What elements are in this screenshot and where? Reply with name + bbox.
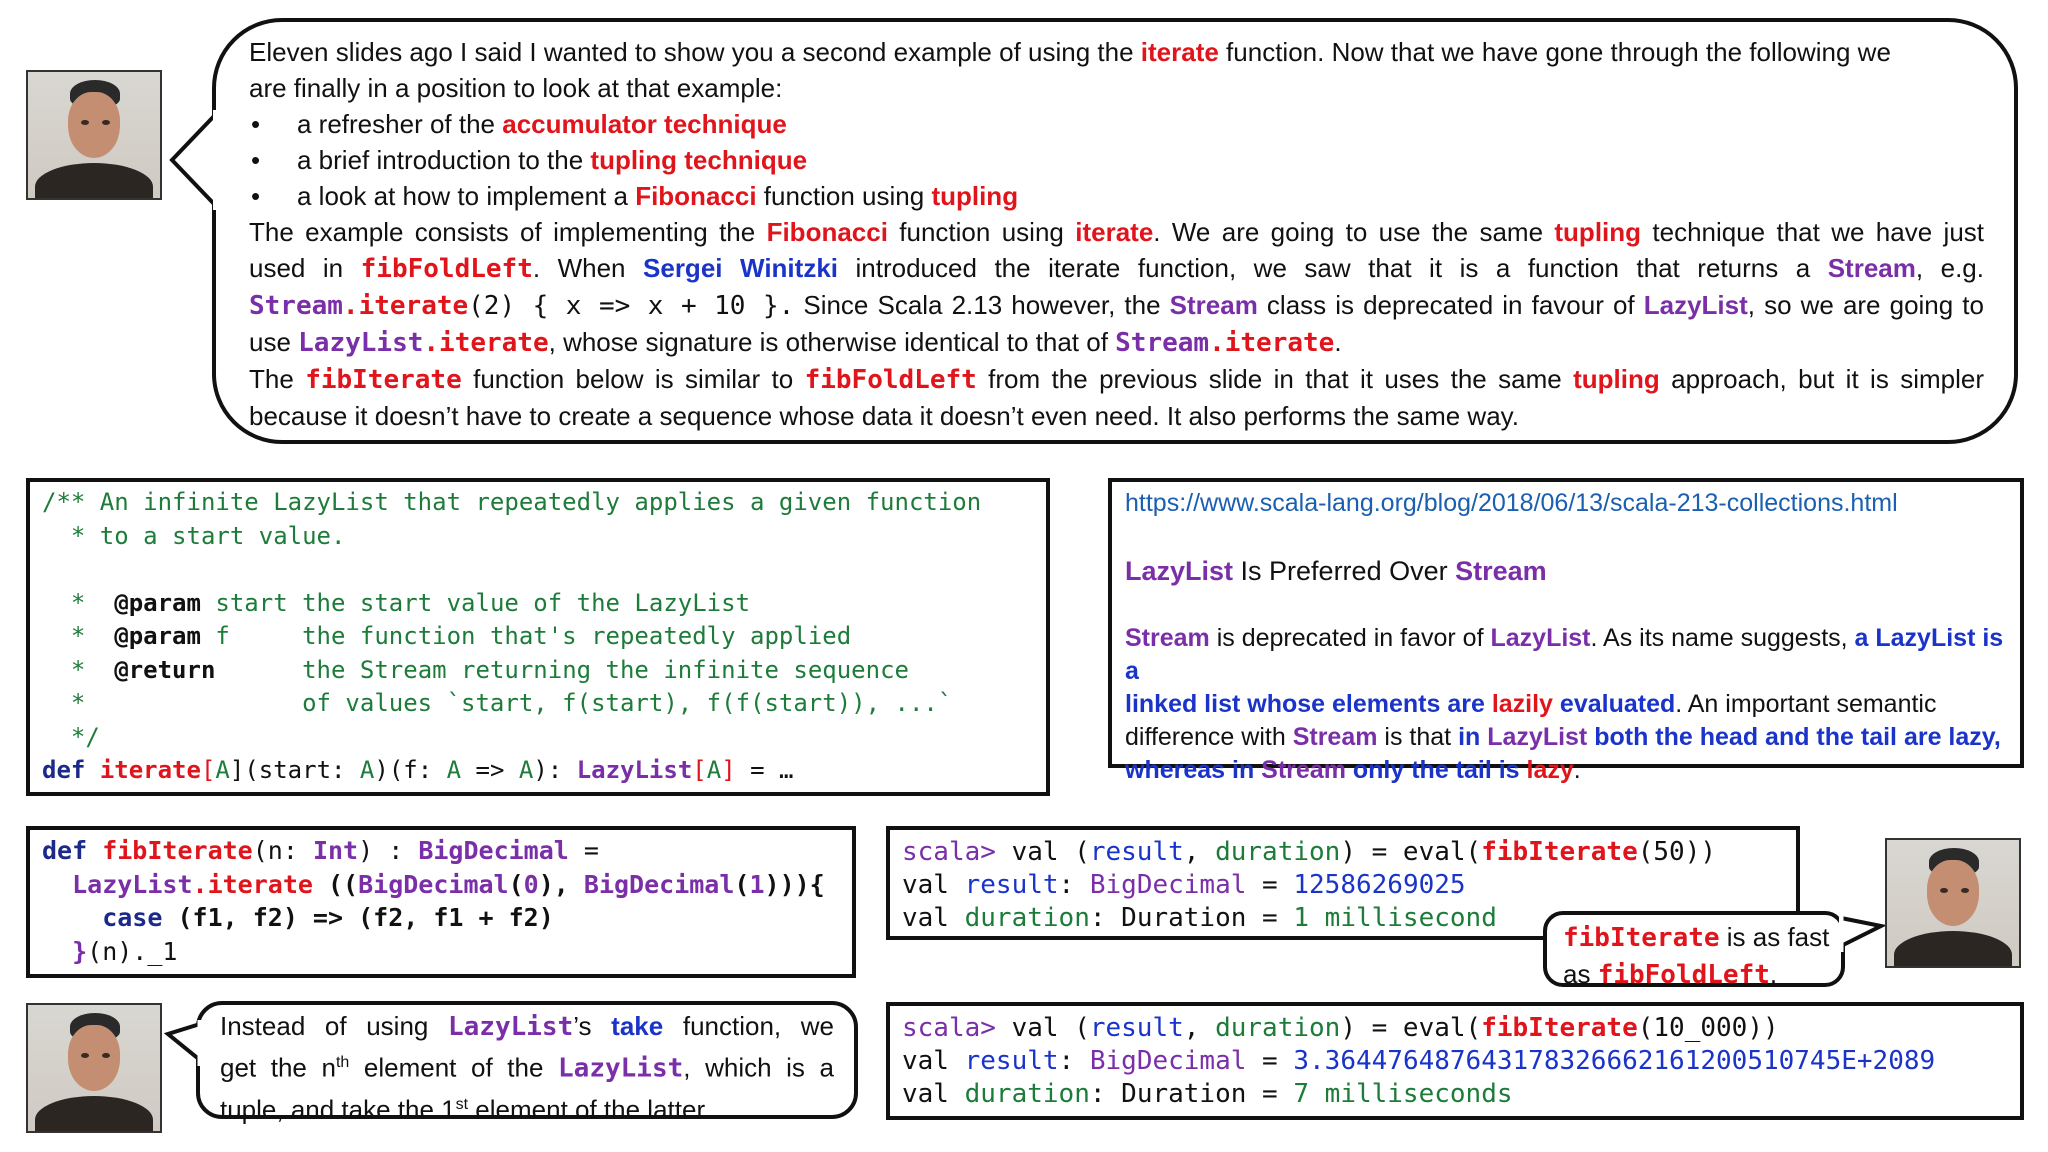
main-bubble-tail <box>169 110 219 210</box>
performance-speech-bubble: fibIterate is as fast as fibFoldLeft. <box>1543 911 1845 990</box>
speaker-avatar-bottom <box>26 1003 162 1133</box>
speaker-avatar-top <box>26 70 162 200</box>
small-bubble-tail <box>1839 914 1885 952</box>
blog-quote-box <box>1108 478 2024 768</box>
bottom-bubble-tail <box>164 1020 202 1066</box>
blog-paragraph: Stream is deprecated in favor of LazyLis… <box>1125 624 2004 784</box>
fib-iterate-code: def fibIterate(n: Int) : BigDecimal = La… <box>42 836 825 966</box>
blog-url-link[interactable]: https://www.scala-lang.org/blog/2018/06/… <box>1125 489 1898 517</box>
repl-output-50: scala> val (result, duration) = eval(fib… <box>902 837 1717 933</box>
repl-output-10000: scala> val (result, duration) = eval(fib… <box>902 1013 1936 1109</box>
main-speech-bubble <box>212 18 2018 444</box>
fib-iterate-code-box <box>26 826 856 978</box>
intro-text: Eleven slides ago I said I wanted to sho… <box>249 34 1984 434</box>
iterate-signature-box <box>26 478 1050 796</box>
take-explanation-bubble: Instead of using LazyList’s take functio… <box>196 1001 858 1124</box>
repl-output-10000-box <box>886 1002 2024 1120</box>
speaker-avatar-right <box>1885 838 2021 968</box>
blog-heading: LazyList Is Preferred Over Stream <box>1125 556 1547 586</box>
iterate-signature-code: /** An infinite LazyList that repeatedly… <box>42 488 982 784</box>
